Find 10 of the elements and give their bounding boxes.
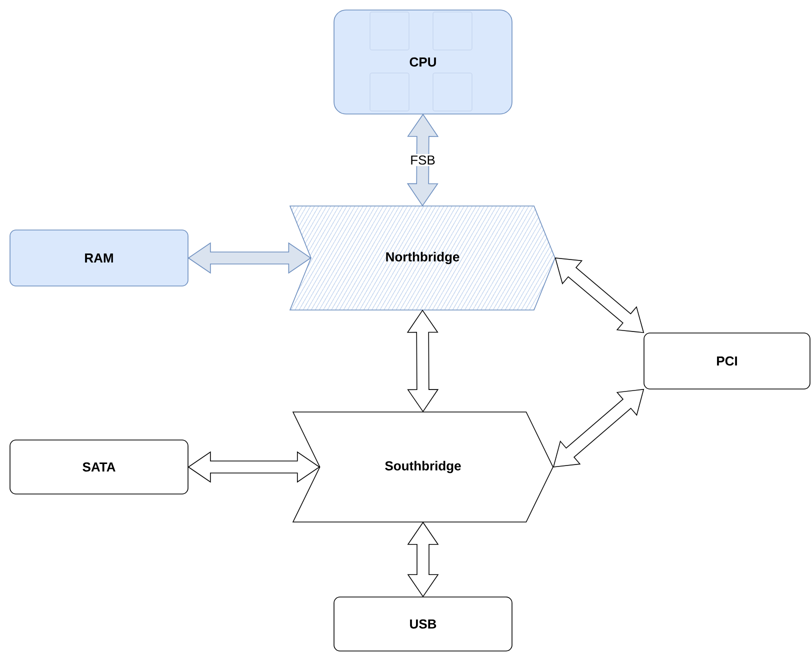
component-box: SATA bbox=[10, 440, 188, 494]
chip-hexagon: Southbridge bbox=[292, 412, 554, 522]
edge-label: FSB bbox=[408, 154, 437, 166]
double-arrow bbox=[406, 310, 439, 412]
component-box: USB bbox=[334, 596, 512, 652]
chip-hexagon: Northbridge bbox=[289, 206, 556, 310]
memory-box: RAM bbox=[10, 230, 188, 286]
double-arrow bbox=[554, 258, 644, 334]
component-box: PCI bbox=[644, 332, 810, 390]
processor-box: CPU bbox=[334, 10, 512, 114]
